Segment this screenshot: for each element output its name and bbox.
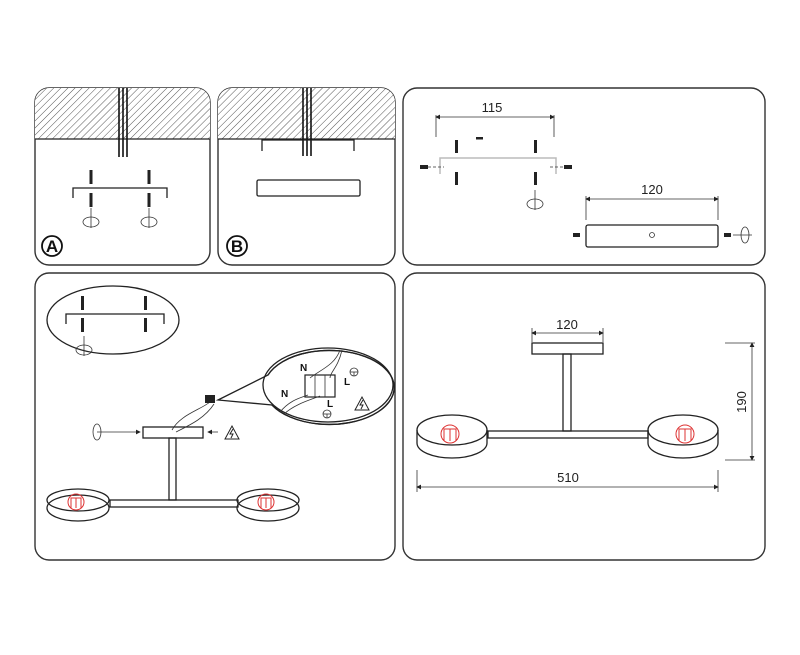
step-a-panel: A (34, 87, 211, 266)
ceiling-plate (256, 179, 361, 197)
terminal-block (304, 374, 336, 398)
live-label-bottom: L (327, 399, 333, 410)
bulb-icon (440, 424, 460, 444)
step-a-badge (41, 235, 63, 257)
plate-width-label: 120 (641, 182, 663, 197)
step-b-badge (226, 235, 248, 257)
mounting-dimensions-panel: 115 120 (402, 87, 766, 266)
lamp-shade-right (647, 414, 719, 459)
mains-wires (302, 88, 312, 156)
live-label-top: L (344, 377, 350, 388)
mains-wires (118, 88, 128, 157)
bulb-icon (675, 424, 695, 444)
step-a-label: A (46, 237, 58, 256)
ground-icon (322, 367, 359, 419)
bulb-icon (67, 493, 85, 511)
warning-electric-icon (224, 424, 240, 440)
lamp-shade-right (236, 488, 300, 522)
step-b-panel: B (217, 87, 396, 266)
screwdriver-rotate-icon (733, 226, 752, 244)
screw-icon (420, 140, 572, 185)
mounting-bracket (72, 187, 168, 198)
lamp-shade-left (46, 488, 110, 522)
height-dimension: 190 (734, 391, 749, 413)
screwdriver-rotate-icon (82, 208, 158, 228)
neutral-label-top: N (300, 363, 307, 374)
neutral-label-bottom: N (281, 389, 288, 400)
mounting-bracket (439, 157, 557, 174)
ceiling-plate (585, 224, 719, 248)
screwdriver-rotate-icon (92, 423, 141, 441)
wiring-panel: N L N L (34, 272, 396, 561)
mounting-bracket (261, 139, 355, 151)
plate-width-dimension: 120 (556, 317, 578, 332)
terminal-block-callout: N L N L (215, 347, 395, 426)
bracket-width-label: 115 (482, 100, 503, 115)
lamp-shade-left (416, 414, 488, 459)
total-width-dimension: 510 (557, 470, 579, 485)
screwdriver-rotate-icon (526, 190, 544, 210)
overall-dimensions-panel: 120 510 190 (402, 272, 766, 561)
step-b-label: B (231, 237, 243, 256)
warning-electric-icon (354, 395, 370, 411)
bulb-icon (257, 493, 275, 511)
screw-icon (89, 170, 151, 207)
bracket-detail-callout (46, 285, 180, 356)
